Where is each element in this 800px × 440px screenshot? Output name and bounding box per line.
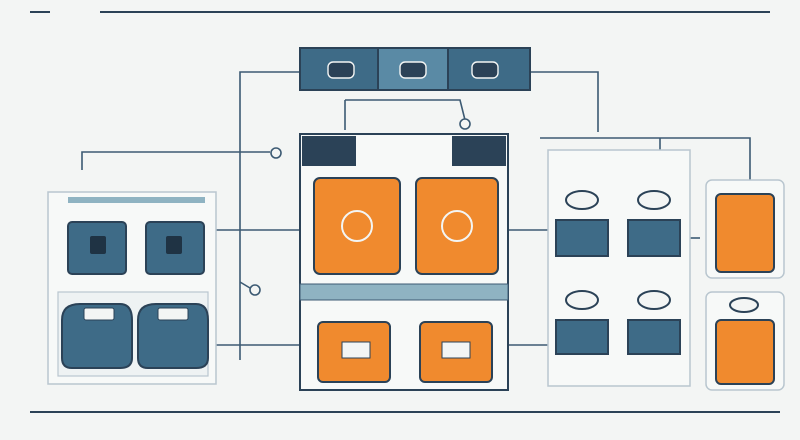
control-dial-icon bbox=[441, 210, 473, 242]
face-sensor-icon bbox=[637, 290, 671, 310]
control-dial-module bbox=[313, 177, 401, 275]
screen-icon bbox=[441, 341, 471, 359]
orange-module-icon bbox=[715, 319, 775, 385]
face-sensor-icon bbox=[565, 290, 599, 310]
control-dial-icon bbox=[341, 210, 373, 242]
stacked-bar-icon bbox=[555, 219, 609, 257]
server-rack-icon bbox=[327, 61, 499, 79]
orange-module-icon bbox=[715, 193, 775, 273]
face-sensor-icon bbox=[729, 297, 759, 313]
stacked-bar-icon bbox=[555, 319, 609, 355]
control-dial-module bbox=[415, 177, 499, 275]
center-cabinet bbox=[299, 133, 509, 391]
screen-icon bbox=[341, 341, 371, 359]
right-panel bbox=[547, 149, 691, 387]
bag-icon bbox=[137, 303, 209, 369]
connector-node bbox=[459, 118, 471, 130]
top-rack bbox=[299, 47, 531, 91]
connector-node bbox=[270, 147, 282, 159]
face-sensor-icon bbox=[637, 190, 671, 210]
stacked-bar-icon bbox=[627, 219, 681, 257]
bag-icon bbox=[61, 303, 133, 369]
far-right-modules bbox=[705, 179, 785, 391]
left-device-panel bbox=[47, 191, 217, 385]
stacked-bar-icon bbox=[627, 319, 681, 355]
monitor-icon bbox=[90, 236, 182, 254]
connector-node bbox=[249, 284, 261, 296]
face-sensor-icon bbox=[565, 190, 599, 210]
